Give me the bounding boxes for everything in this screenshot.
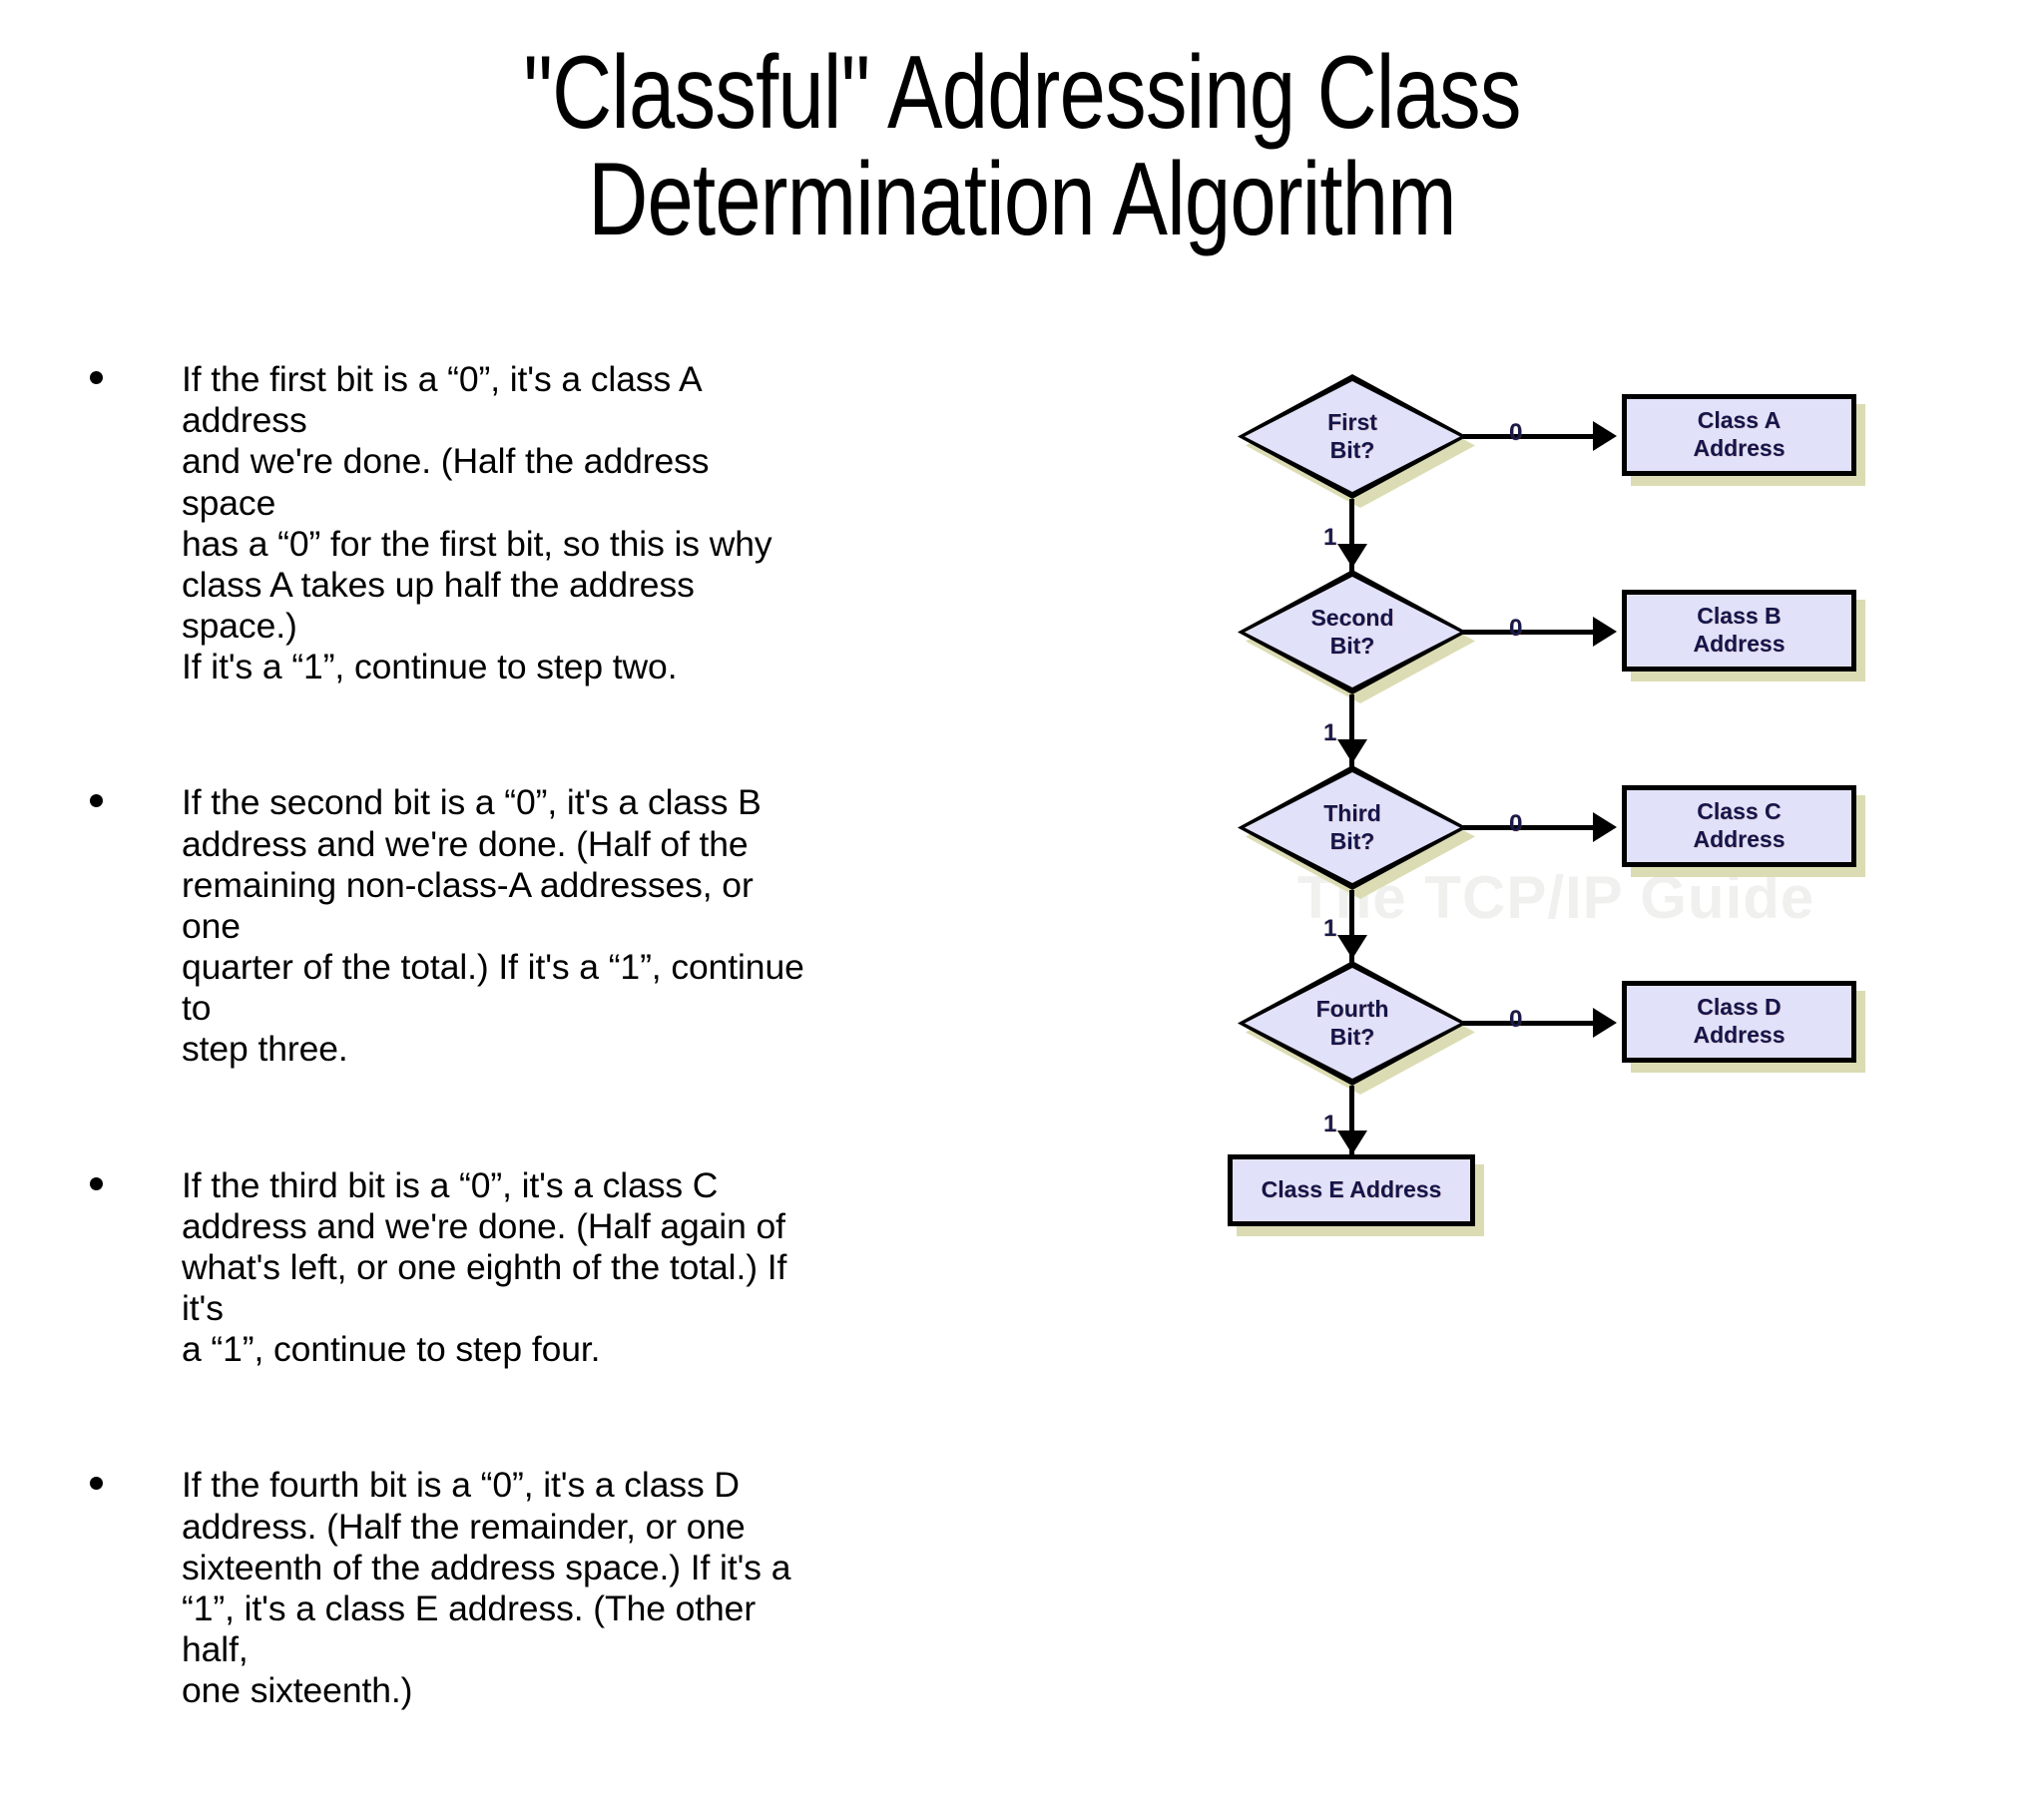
page-title: "Classful" Addressing Class Determinatio… <box>523 35 1521 258</box>
edge-label-zero-2: 0 <box>1509 615 1523 642</box>
bullet-marker-icon <box>90 794 103 808</box>
bullet-marker-icon <box>90 1176 103 1190</box>
decision-node-second-bit[interactable]: Second Bit? <box>1238 570 1475 703</box>
arrow-down-icon <box>1337 544 1367 568</box>
bullet-marker-icon <box>90 1477 103 1491</box>
node-label: Class D Address <box>1693 994 1786 1048</box>
arrow-down-icon <box>1337 739 1367 763</box>
diamond-shape: First Bit? <box>1238 374 1467 499</box>
edge-label-one-3: 1 <box>1323 915 1337 942</box>
diamond-shape: Second Bit? <box>1238 570 1467 694</box>
list-item: If the third bit is a “0”, it's a class … <box>90 1165 808 1371</box>
decision-node-third-bit[interactable]: Third Bit? <box>1238 765 1475 899</box>
arrow-right-icon <box>1593 617 1617 647</box>
node-label: Class C Address <box>1693 798 1786 852</box>
arrow-down-icon <box>1337 1130 1367 1154</box>
rect-shape: Class B Address <box>1622 590 1856 672</box>
bullet-marker-icon <box>90 371 103 384</box>
diamond-shape: Third Bit? <box>1238 765 1467 890</box>
bullet-list: If the first bit is a “0”, it's a class … <box>90 359 808 1806</box>
outcome-node-class-d[interactable]: Class D Address <box>1622 981 1865 1073</box>
bullet-text: If the first bit is a “0”, it's a class … <box>182 359 772 687</box>
outcome-node-class-c[interactable]: Class C Address <box>1622 785 1865 877</box>
arrow-down-icon <box>1337 935 1367 959</box>
flowchart-diagram: First Bit? 0 Class A Address 1 Second Bi… <box>1228 374 1936 1512</box>
list-item: If the first bit is a “0”, it's a class … <box>90 359 808 687</box>
bullet-text: If the third bit is a “0”, it's a class … <box>182 1164 787 1370</box>
diamond-shape: Fourth Bit? <box>1238 961 1467 1086</box>
rect-shape: Class D Address <box>1622 981 1856 1063</box>
outcome-node-class-b[interactable]: Class B Address <box>1622 590 1865 681</box>
node-label: Third Bit? <box>1323 800 1381 854</box>
edge-label-one-4: 1 <box>1323 1111 1337 1137</box>
edge-label-zero-3: 0 <box>1509 810 1523 837</box>
outcome-node-class-e[interactable]: Class E Address <box>1228 1154 1484 1236</box>
edge-second-to-classb <box>1463 630 1593 635</box>
node-label: First Bit? <box>1327 409 1377 463</box>
edge-fourth-to-classd <box>1463 1021 1593 1026</box>
edge-first-to-classa <box>1463 434 1593 439</box>
diamond-fill: First Bit? <box>1245 381 1460 492</box>
node-label: Class E Address <box>1261 1176 1442 1203</box>
arrow-right-icon <box>1593 421 1617 451</box>
node-label: Class B Address <box>1693 603 1786 657</box>
diamond-fill: Third Bit? <box>1245 772 1460 883</box>
diamond-fill: Second Bit? <box>1245 577 1460 687</box>
edge-label-zero-4: 0 <box>1509 1006 1523 1033</box>
rect-shape: Class E Address <box>1228 1154 1475 1226</box>
edge-label-one-1: 1 <box>1323 524 1337 551</box>
rect-shape: Class A Address <box>1622 394 1856 476</box>
bullet-text: If the second bit is a “0”, it's a class… <box>182 782 804 1070</box>
list-item: If the fourth bit is a “0”, it's a class… <box>90 1465 808 1711</box>
arrow-right-icon <box>1593 812 1617 842</box>
node-label: Fourth Bit? <box>1315 996 1389 1050</box>
edge-label-zero-1: 0 <box>1509 419 1523 446</box>
outcome-node-class-a[interactable]: Class A Address <box>1622 394 1865 486</box>
decision-node-first-bit[interactable]: First Bit? <box>1238 374 1475 508</box>
edge-label-one-2: 1 <box>1323 719 1337 746</box>
arrow-right-icon <box>1593 1008 1617 1038</box>
node-label: Second Bit? <box>1310 605 1394 659</box>
bullet-text: If the fourth bit is a “0”, it's a class… <box>182 1465 791 1711</box>
list-item: If the second bit is a “0”, it's a class… <box>90 782 808 1070</box>
node-label: Class A Address <box>1693 407 1786 461</box>
rect-shape: Class C Address <box>1622 785 1856 867</box>
diamond-fill: Fourth Bit? <box>1245 968 1460 1079</box>
edge-third-to-classc <box>1463 825 1593 830</box>
decision-node-fourth-bit[interactable]: Fourth Bit? <box>1238 961 1475 1095</box>
